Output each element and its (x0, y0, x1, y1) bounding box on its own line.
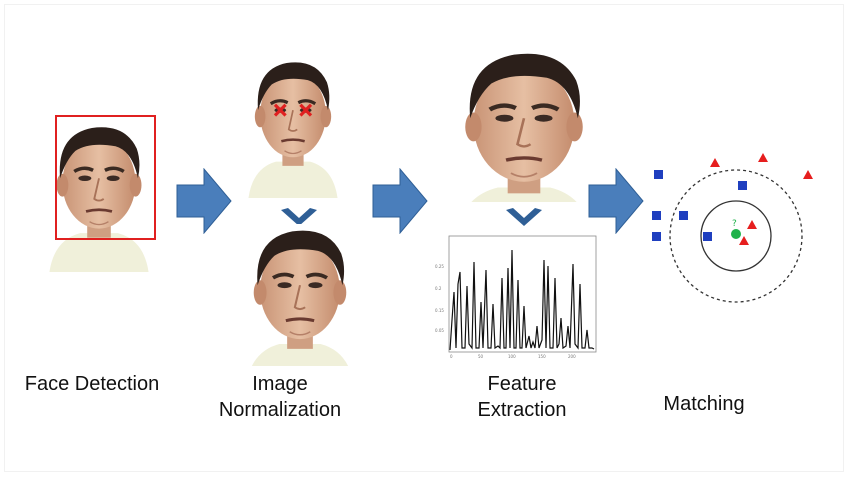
class-triangle (758, 153, 768, 162)
query-point (731, 229, 741, 239)
chevron-down-icon (506, 208, 542, 226)
svg-text:100: 100 (508, 354, 516, 359)
inner-neighborhood (700, 200, 772, 272)
class-triangle (747, 220, 757, 229)
feature-plot: 0.25 0.2 0.15 0.05 0 50 100 150 200 (432, 232, 600, 360)
eye-marker-icon (273, 103, 313, 117)
svg-text:0.15: 0.15 (435, 308, 444, 313)
svg-text:50: 50 (478, 354, 484, 359)
class-triangle (710, 158, 720, 167)
class-triangle (803, 170, 813, 179)
step-label-extraction: Feature Extraction (477, 373, 567, 421)
right-arrow-icon (588, 168, 644, 234)
step-label-detection: Face Detection (24, 373, 160, 395)
normalization-face-photo (240, 48, 346, 198)
right-arrow-icon (176, 168, 232, 234)
step-label-matching: Matching (663, 393, 745, 415)
diagram-frame (4, 4, 844, 472)
svg-text:150: 150 (538, 354, 546, 359)
feature-series (449, 249, 595, 351)
plot-ticks: 0.25 0.2 0.15 0.05 0 50 100 150 200 (435, 264, 576, 359)
svg-text:0.05: 0.05 (435, 328, 444, 333)
svg-text:200: 200 (568, 354, 576, 359)
chevron-down-icon (281, 208, 317, 226)
extraction-face-photo (462, 46, 586, 202)
class-square (679, 211, 688, 220)
class-square (652, 232, 661, 241)
step-label-normalization: Image Normalization (218, 373, 342, 421)
class-square (738, 181, 747, 190)
svg-text:0.25: 0.25 (435, 264, 444, 269)
class-triangle (739, 236, 749, 245)
class-square (654, 170, 663, 179)
query-label: ? (732, 219, 737, 229)
class-square (652, 211, 661, 220)
right-arrow-icon (372, 168, 428, 234)
class-square (703, 232, 712, 241)
svg-text:0: 0 (450, 354, 453, 359)
normalized-face-photo (246, 224, 354, 366)
detection-box (55, 115, 156, 240)
svg-text:0.2: 0.2 (435, 286, 442, 291)
knn-diagram: ? (652, 153, 813, 303)
outer-neighborhood (669, 169, 803, 303)
